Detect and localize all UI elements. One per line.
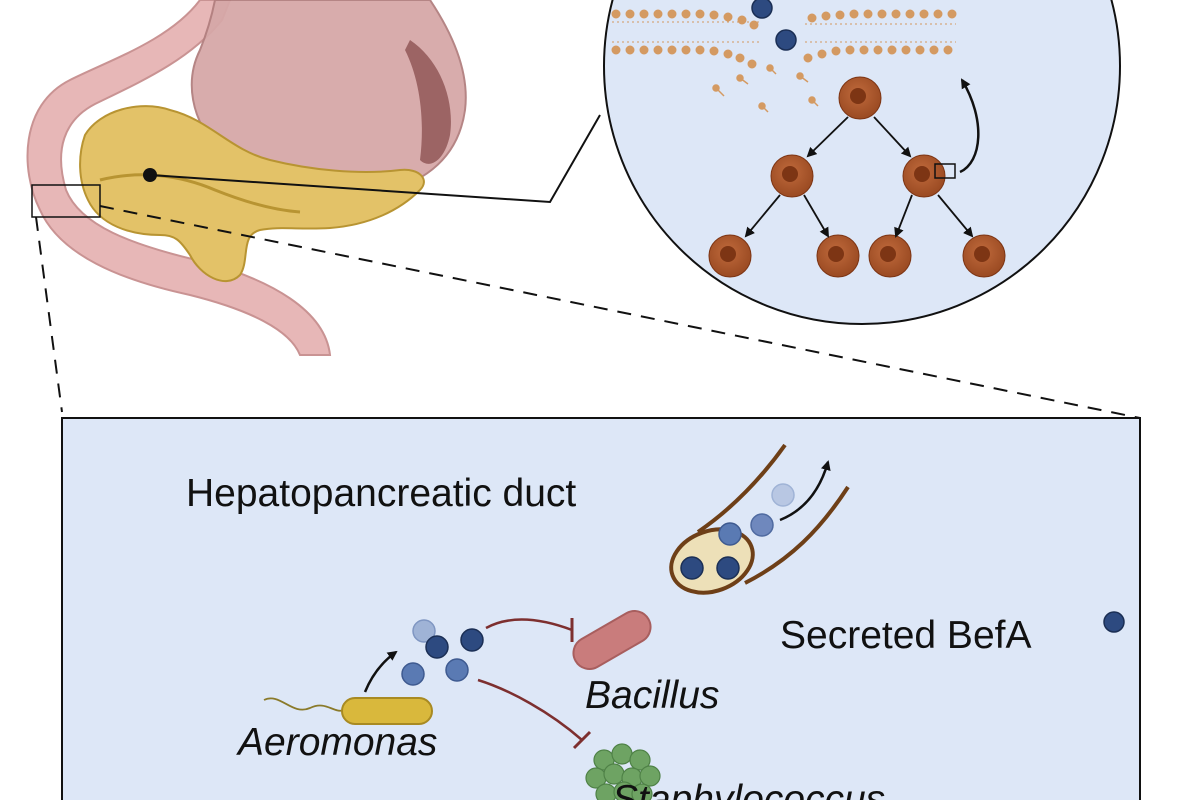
beta-cell-icon xyxy=(962,234,1006,278)
cell-detail-box xyxy=(934,163,956,179)
zoom-inset-icon xyxy=(603,0,1121,325)
duct-wall-lower xyxy=(744,485,850,585)
bacillus-bacterium-icon xyxy=(572,610,652,670)
panel-background xyxy=(61,417,1141,800)
befa-protein-dot-icon xyxy=(751,0,773,19)
aeromonas-flagellum xyxy=(263,697,345,712)
beta-cell-icon xyxy=(902,154,946,198)
duct-wall-upper xyxy=(696,443,787,534)
aeromonas-bacterium-icon xyxy=(263,697,433,725)
befa-protein-dot-icon xyxy=(460,628,484,652)
befa-protein-dot-icon xyxy=(775,29,797,51)
lineage-arrows xyxy=(744,116,974,238)
digestive-organs-icon xyxy=(26,0,467,356)
beta-cell-lineage xyxy=(708,76,1006,278)
membrane-right xyxy=(803,9,957,63)
intestine-shape xyxy=(26,0,332,356)
zoom-dash-left xyxy=(35,216,63,413)
inhibit-line-staph xyxy=(477,678,583,741)
duct-selection-box xyxy=(31,184,101,218)
beta-cell-icon xyxy=(770,154,814,198)
befa-protein-dot-icon xyxy=(680,556,704,580)
staphylococcus-cluster-icon xyxy=(585,743,661,800)
befa-protein-dot-icon xyxy=(445,658,469,682)
membrane-left xyxy=(611,9,760,69)
lipid-fragments xyxy=(712,64,819,113)
stomach-lobe-shape xyxy=(405,40,451,164)
beta-cell-icon xyxy=(838,76,882,120)
beta-cell-icon xyxy=(816,234,860,278)
befa-protein-dot-icon xyxy=(412,619,436,643)
zoom-dash-right xyxy=(99,205,1141,419)
feedback-arrow xyxy=(959,78,980,174)
staphylococcus-label: Staphylococcus xyxy=(612,778,885,800)
befa-protein-dot-icon xyxy=(750,513,774,537)
beta-cell-icon xyxy=(868,234,912,278)
beta-cell-icon xyxy=(708,234,752,278)
bacillus-label: Bacillus xyxy=(585,674,719,717)
befa-legend-dot-icon xyxy=(1103,611,1125,633)
befa-protein-dot-icon xyxy=(425,635,449,659)
secretion-arrow xyxy=(363,650,398,693)
inhibit-line-bacillus xyxy=(485,618,573,632)
inhibit-bar-staph xyxy=(572,730,592,750)
pancreas-shape xyxy=(79,105,425,282)
pancreas-vessel xyxy=(99,173,301,214)
duct-detail-panel: Hepatopancreatic duct Secreted BefA Baci… xyxy=(61,417,1141,800)
befa-cluster xyxy=(401,619,484,686)
secreted-befa-label: Secreted BefA xyxy=(780,614,1031,657)
duct-flow-arrow xyxy=(779,460,831,522)
befa-protein-dot-icon xyxy=(401,662,425,686)
befa-protein-dot-icon xyxy=(716,556,740,580)
aeromonas-label: Aeromonas xyxy=(236,721,437,764)
befa-protein-dot-icon xyxy=(771,483,795,507)
duct-label: Hepatopancreatic duct xyxy=(186,472,576,515)
hepatopancreatic-duct-icon xyxy=(669,443,850,595)
befa-protein-dot-icon xyxy=(718,522,742,546)
zoom-connector-line xyxy=(149,114,601,204)
